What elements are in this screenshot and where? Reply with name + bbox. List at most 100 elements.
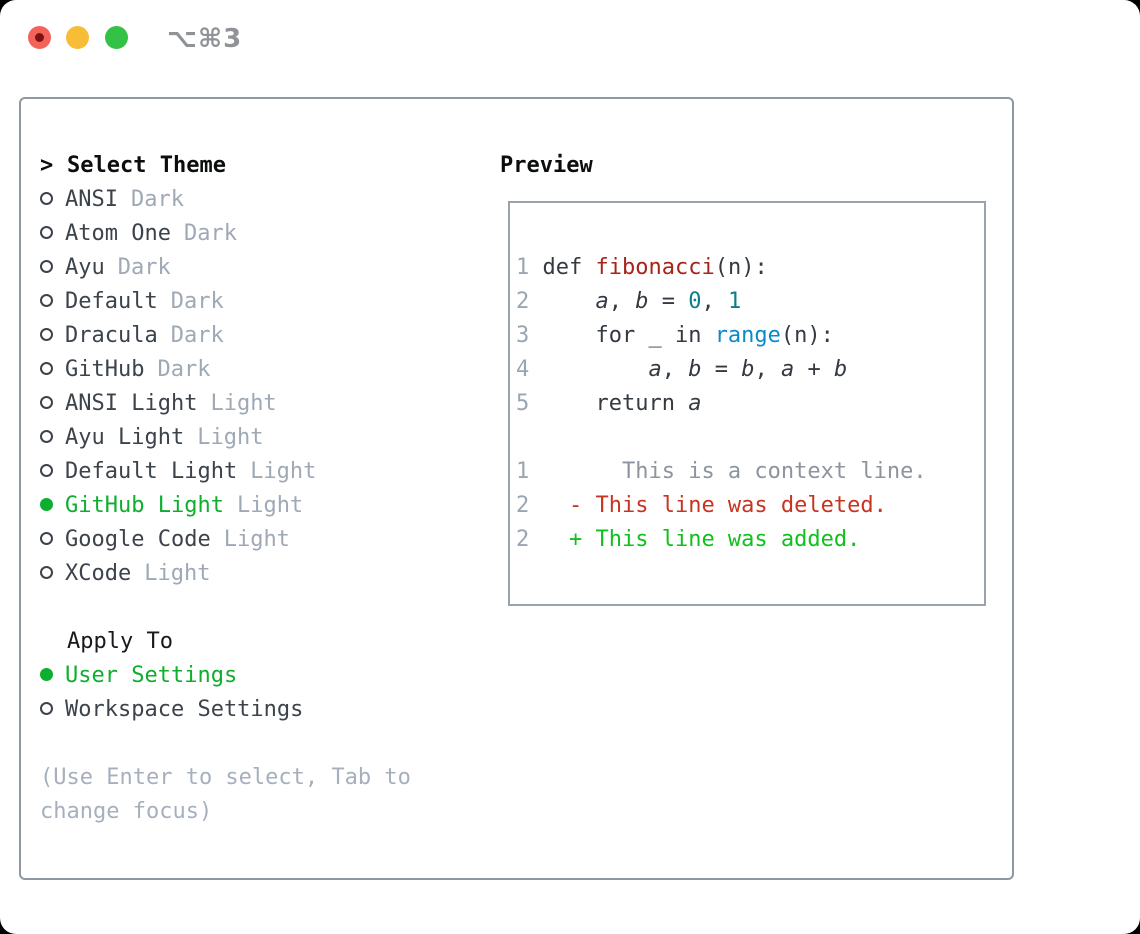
radio-unselected-icon xyxy=(40,226,53,239)
option-label: Ayu xyxy=(65,255,105,280)
apply-to-header: Apply To xyxy=(67,629,173,654)
radio-unselected-icon xyxy=(40,566,53,579)
radio-unselected-icon xyxy=(40,294,53,307)
code-line: 1 This is a context line. xyxy=(516,455,984,489)
code-segment-code: a xyxy=(688,391,702,416)
code-segment-code: for _ in xyxy=(542,323,715,348)
select-theme-header: > Select Theme xyxy=(40,149,500,183)
code-segment-code: b xyxy=(833,357,848,382)
code-segment-code: return xyxy=(542,391,689,416)
hint-text: (Use Enter to select, Tab to change focu… xyxy=(40,765,411,824)
theme-option[interactable]: Ayu Dark xyxy=(40,251,500,285)
radio-unselected-icon xyxy=(40,532,53,545)
line-number: 5 xyxy=(516,391,543,416)
theme-option[interactable]: Ayu Light Light xyxy=(40,421,500,455)
theme-variant-tag: Dark xyxy=(117,255,171,280)
code-segment-code: , xyxy=(661,357,689,382)
code-segment-code: = xyxy=(701,357,742,382)
radio-selected-icon xyxy=(40,498,53,511)
code-line: 3 for _ in range(n): xyxy=(516,319,984,353)
code-segment-context: This is a context line. xyxy=(542,459,927,484)
code-segment-code: , xyxy=(701,289,728,314)
code-segment-code: + xyxy=(794,357,834,382)
line-number xyxy=(516,425,529,450)
radio-unselected-icon xyxy=(40,464,53,477)
code-segment-code xyxy=(543,289,596,314)
close-button-dot-icon xyxy=(35,33,44,42)
option-label: Workspace Settings xyxy=(65,697,304,722)
code-segment-code: , xyxy=(608,289,636,314)
prompt-caret-icon: > xyxy=(40,153,54,178)
select-theme-label: Select Theme xyxy=(67,153,226,178)
theme-variant-tag: Light xyxy=(236,493,304,518)
code-line: 2 + This line was added. xyxy=(516,523,984,557)
theme-variant-tag: Light xyxy=(197,425,264,450)
window-shortcut-label: ⌥⌘3 xyxy=(167,24,243,54)
titlebar: ⌥⌘3 xyxy=(0,0,1140,74)
code-segment-number: 0 xyxy=(688,289,702,314)
code-line: 4 a, b = b, a + b xyxy=(516,353,984,387)
code-line: 2 - This line was deleted. xyxy=(516,489,984,523)
code-line: 5 return a xyxy=(516,387,984,421)
option-label: GitHub Light xyxy=(65,493,224,518)
maximize-button[interactable] xyxy=(105,26,128,49)
option-label: User Settings xyxy=(65,663,238,688)
line-number: 1 xyxy=(516,255,543,280)
code-line: 2 a, b = 0, 1 xyxy=(516,285,984,319)
line-number: 4 xyxy=(516,357,543,382)
code-segment-code: (n): xyxy=(714,255,768,280)
option-label: Ayu Light xyxy=(65,425,185,450)
theme-option[interactable]: Atom One Dark xyxy=(40,217,500,251)
radio-unselected-icon xyxy=(40,328,53,341)
option-label: Default Light xyxy=(65,459,238,484)
apply-option[interactable]: User Settings xyxy=(40,659,500,693)
theme-variant-tag: Dark xyxy=(183,221,237,246)
code-segment-added: + This line was added. xyxy=(542,527,861,552)
code-segment-deleted: - This line was deleted. xyxy=(542,493,887,518)
line-number: 2 xyxy=(516,493,543,518)
code-segment-code: b xyxy=(688,357,702,382)
radio-unselected-icon xyxy=(40,192,53,205)
option-label: Atom One xyxy=(65,221,171,246)
code-segment-code xyxy=(543,357,649,382)
option-label: ANSI Light xyxy=(65,391,198,416)
line-number: 3 xyxy=(516,323,543,348)
code-line: 1 def fibonacci(n): xyxy=(516,251,984,285)
minimize-button[interactable] xyxy=(66,26,89,49)
radio-unselected-icon xyxy=(40,702,53,715)
spacer xyxy=(40,591,500,625)
theme-variant-tag: Dark xyxy=(157,357,211,382)
code-segment-code: , xyxy=(754,357,781,382)
close-button[interactable] xyxy=(28,26,51,49)
radio-unselected-icon xyxy=(40,396,53,409)
code-segment-code: a xyxy=(648,357,662,382)
theme-option[interactable]: GitHub Light Light xyxy=(40,489,500,523)
theme-variant-tag: Dark xyxy=(170,289,224,314)
code-segment-code: b xyxy=(635,289,649,314)
code-segment-code: b xyxy=(741,357,755,382)
option-label: ANSI xyxy=(65,187,118,212)
option-label: XCode xyxy=(65,561,132,586)
line-number: 1 xyxy=(516,459,543,484)
theme-variant-tag: Light xyxy=(223,527,290,552)
apply-option[interactable]: Workspace Settings xyxy=(40,693,500,727)
code-segment-code: a xyxy=(595,289,609,314)
theme-option[interactable]: Dracula Dark xyxy=(40,319,500,353)
option-label: Dracula xyxy=(65,323,158,348)
radio-unselected-icon xyxy=(40,260,53,273)
theme-variant-tag: Dark xyxy=(170,323,224,348)
